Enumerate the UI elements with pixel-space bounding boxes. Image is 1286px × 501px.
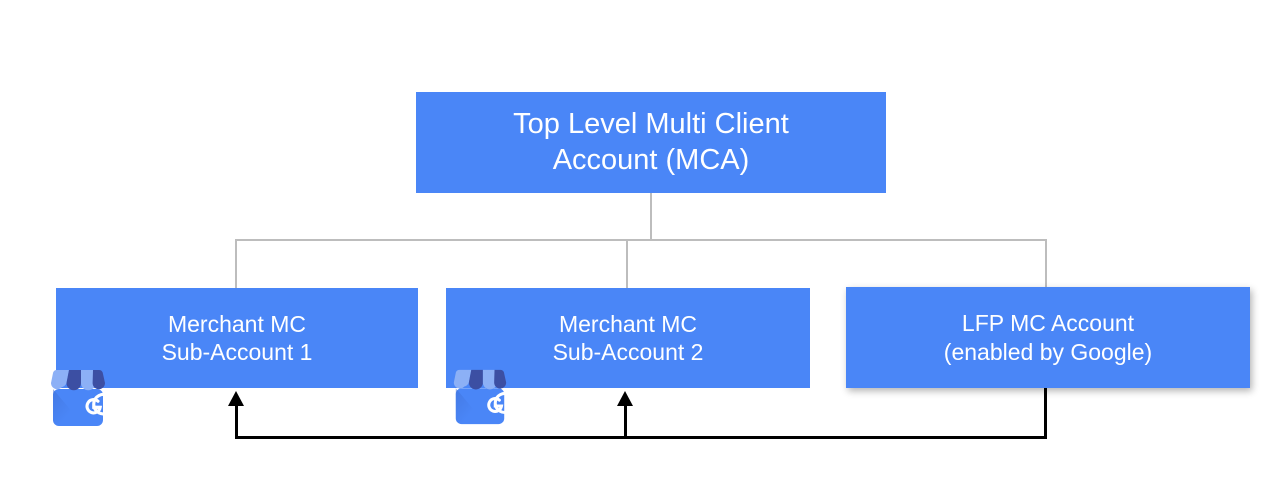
feedback-bus-line [235, 436, 1047, 439]
connector-drop-lfp [1045, 239, 1047, 288]
arrowhead-up-sub2-icon [617, 391, 633, 406]
arrowhead-up-sub1-icon [228, 391, 244, 406]
node-top-level-mca-label: Top Level Multi Client Account (MCA) [513, 108, 789, 176]
node-merchant-sub-account-2-label: Merchant MC Sub-Account 2 [552, 310, 704, 365]
node-merchant-sub-account-1[interactable]: Merchant MC Sub-Account 1 [56, 288, 418, 388]
connector-drop-sub1 [235, 239, 237, 289]
node-merchant-sub-account-1-label: Merchant MC Sub-Account 1 [161, 310, 313, 365]
feedback-riser-sub1 [235, 404, 238, 438]
connector-horizontal-bus [235, 239, 1047, 241]
google-business-profile-icon [453, 369, 514, 425]
connector-drop-sub2 [626, 239, 628, 289]
node-merchant-sub-account-2[interactable]: Merchant MC Sub-Account 2 [446, 288, 810, 388]
feedback-riser-lfp [1044, 388, 1047, 438]
feedback-riser-sub2 [624, 404, 627, 438]
google-business-profile-icon [51, 370, 112, 426]
node-top-level-mca[interactable]: Top Level Multi Client Account (MCA) [416, 92, 886, 193]
node-lfp-mc-account[interactable]: LFP MC Account (enabled by Google) [846, 287, 1250, 388]
connector-root-stem [650, 193, 652, 241]
node-lfp-mc-account-label: LFP MC Account (enabled by Google) [943, 310, 1153, 365]
